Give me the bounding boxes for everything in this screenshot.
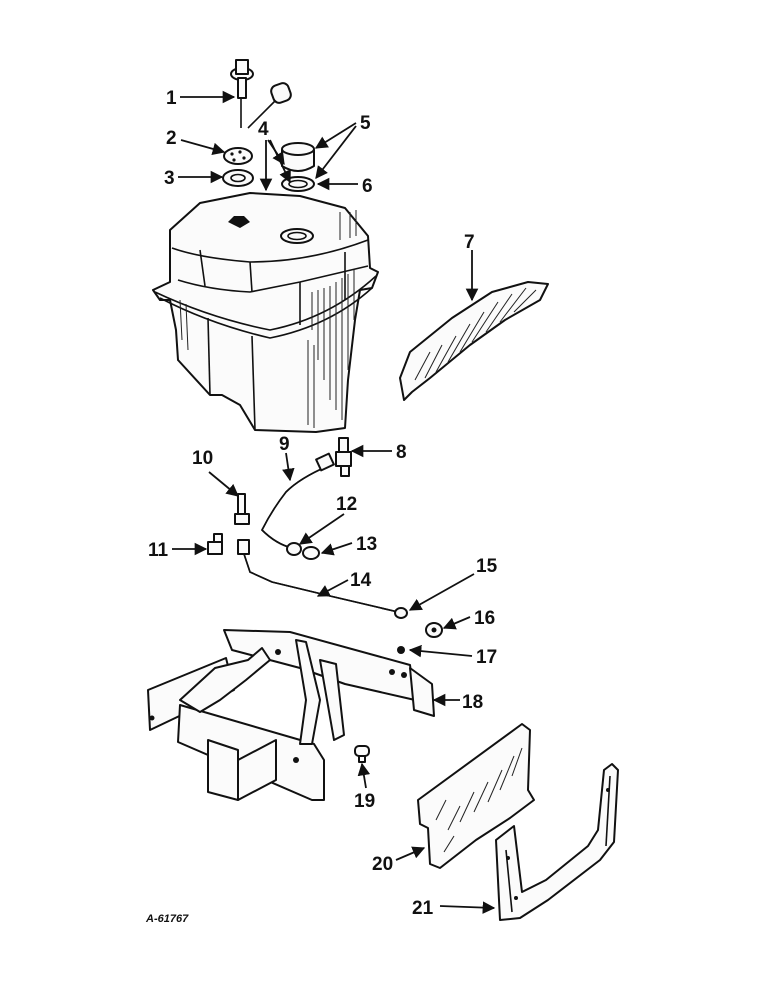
fuel-line-14: [237, 539, 399, 613]
callout-21: 21: [412, 898, 434, 919]
mounting-frame-18: [147, 629, 435, 801]
gasket-2: [223, 147, 253, 165]
gasket-2-holes: [230, 150, 246, 162]
callout-16: 16: [474, 608, 495, 629]
callout-3: 3: [164, 168, 175, 189]
fuel-cap-5: [281, 142, 315, 172]
callout-20: 20: [372, 854, 393, 875]
callout-6: 6: [362, 176, 373, 197]
fuel-line-9: [261, 452, 335, 549]
callout-4: 4: [258, 119, 269, 140]
callout-12: 12: [336, 494, 357, 515]
panel-20: [417, 723, 535, 869]
callout-19: 19: [354, 791, 375, 812]
elbow-11: [207, 533, 223, 555]
shield-7: [399, 281, 549, 401]
fuel-tank: [152, 192, 379, 433]
callout-10: 10: [192, 448, 213, 469]
clip-19: [354, 745, 370, 763]
bolt-10: [234, 493, 250, 525]
callout-7: 7: [464, 232, 475, 253]
plate-3: [222, 169, 254, 187]
callout-5: 5: [360, 113, 371, 134]
valve-8: [335, 437, 352, 477]
ring-6: [281, 176, 315, 192]
callout-13: 13: [356, 534, 377, 555]
fitting-13: [302, 546, 320, 560]
bracket-21: [495, 763, 619, 921]
nut-12: [286, 542, 302, 556]
reference-code: A-61767: [145, 913, 189, 925]
callout-14: 14: [350, 570, 372, 591]
washer-17: [397, 646, 405, 654]
callout-11: 11: [148, 540, 169, 561]
callout-2: 2: [166, 128, 177, 149]
leader-lines: [172, 90, 496, 914]
filler-cap-gauge: [230, 59, 292, 129]
callout-9: 9: [279, 434, 290, 455]
callout-15: 15: [476, 556, 498, 577]
callout-17: 17: [476, 647, 497, 668]
callout-18: 18: [462, 692, 483, 713]
callout-8: 8: [396, 442, 407, 463]
nut-15: [394, 607, 408, 619]
callout-1: 1: [166, 88, 177, 109]
connector-16: [425, 622, 443, 638]
